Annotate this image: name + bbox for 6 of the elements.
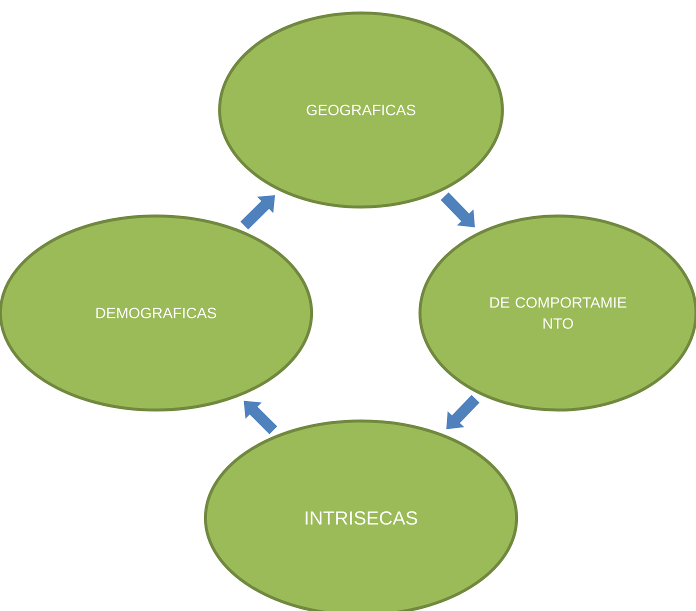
arrow [446, 395, 480, 430]
arrow [244, 400, 278, 434]
ellipse-node: GEOGRAFICAS [218, 12, 504, 208]
ellipse-node: INTRISECAS [204, 420, 518, 611]
arrow [440, 192, 475, 228]
ellipse-node: DE COMPORTAMIE NTO [418, 214, 696, 412]
